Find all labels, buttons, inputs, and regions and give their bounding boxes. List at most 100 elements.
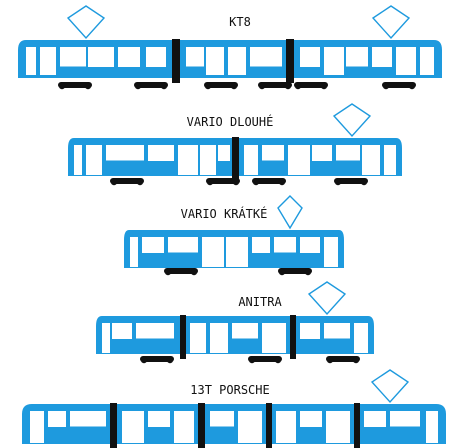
wheel-0-a: [164, 268, 172, 276]
window-4: [118, 47, 140, 67]
articulation-joint-0: [110, 403, 117, 448]
window-6: [262, 323, 286, 353]
bogie-1: [248, 356, 282, 362]
window-5: [232, 323, 258, 339]
bogie-5: [382, 82, 416, 88]
wheel-2-b: [278, 178, 286, 186]
window-5: [174, 411, 194, 443]
window-11: [336, 145, 360, 161]
window-3: [148, 145, 174, 161]
bogie-3: [334, 178, 368, 184]
window-8: [276, 411, 296, 443]
wheel-2-a: [204, 82, 212, 90]
wheel-4-a: [294, 82, 302, 90]
window-9: [300, 411, 322, 427]
pantograph-a: [277, 195, 303, 230]
window-6: [218, 145, 230, 161]
wheel-1-b: [232, 178, 240, 186]
wheel-3-a: [258, 82, 266, 90]
wheel-3-a: [334, 178, 342, 186]
articulation-joint-3: [354, 403, 360, 448]
wheel-3-b: [284, 82, 292, 90]
tram-label-vario-dlouhe: VARIO DLOUHÉ: [186, 115, 274, 129]
window-3: [122, 411, 144, 443]
window-4: [178, 145, 198, 175]
window-7: [244, 145, 258, 175]
window-9: [250, 47, 282, 67]
window-3: [88, 47, 114, 67]
articulation-joint-1: [198, 403, 205, 448]
articulation-joint-1: [290, 315, 296, 359]
wheel-1-b: [160, 82, 168, 90]
wheel-1-a: [134, 82, 142, 90]
wheel-5-a: [382, 82, 390, 90]
window-5: [252, 237, 270, 253]
bogie-3: [258, 82, 292, 88]
pantograph-a: [332, 103, 372, 138]
window-14: [396, 47, 416, 75]
wheel-0-b: [166, 356, 174, 364]
wheel-1-b: [304, 268, 312, 276]
articulation-joint-1: [286, 39, 294, 83]
window-8: [228, 47, 246, 75]
window-13: [384, 145, 396, 175]
window-3: [202, 237, 224, 267]
window-2: [60, 47, 86, 67]
window-2: [136, 323, 174, 339]
window-10: [326, 411, 350, 443]
window-6: [274, 237, 296, 253]
window-1: [86, 145, 102, 175]
tram-label-kt8: KT8: [229, 15, 251, 29]
wheel-2-a: [326, 356, 334, 364]
window-8: [324, 237, 338, 267]
window-12: [390, 411, 420, 427]
window-0: [130, 237, 138, 267]
window-11: [364, 411, 386, 427]
window-13: [372, 47, 392, 67]
wheel-1-a: [206, 178, 214, 186]
articulation-joint-2: [266, 403, 272, 448]
window-0: [102, 323, 110, 353]
window-10: [312, 145, 332, 161]
tram-label-13t-porsche: 13T PORSCHE: [190, 383, 270, 397]
wheel-2-a: [252, 178, 260, 186]
window-6: [210, 411, 234, 427]
window-7: [238, 411, 262, 443]
window-1: [112, 323, 132, 339]
pantograph-a: [370, 369, 410, 404]
wheel-0-a: [140, 356, 148, 364]
window-15: [420, 47, 434, 75]
pantograph-a: [66, 5, 106, 40]
wheel-0-b: [84, 82, 92, 90]
window-13: [426, 411, 438, 443]
bogie-0: [58, 82, 92, 88]
wheel-0-b: [136, 178, 144, 186]
bogie-1: [134, 82, 168, 88]
window-7: [300, 237, 320, 253]
window-11: [324, 47, 344, 75]
window-3: [190, 323, 206, 353]
window-2: [70, 411, 106, 427]
wheel-4-b: [320, 82, 328, 90]
bogie-2: [252, 178, 286, 184]
window-5: [146, 47, 166, 67]
window-4: [148, 411, 170, 427]
wheel-0-b: [190, 268, 198, 276]
window-12: [362, 145, 380, 175]
window-4: [210, 323, 228, 353]
window-12: [346, 47, 368, 67]
wheel-0-a: [110, 178, 118, 186]
window-4: [226, 237, 248, 267]
wheel-2-b: [352, 356, 360, 364]
wheel-1-b: [274, 356, 282, 364]
window-6: [186, 47, 204, 67]
tram-label-vario-kratke: VARIO KRÁTKÉ: [180, 207, 268, 221]
pantograph-b: [371, 5, 411, 40]
window-8: [324, 323, 350, 339]
wheel-2-b: [230, 82, 238, 90]
wheel-0-a: [58, 82, 66, 90]
wheel-1-a: [248, 356, 256, 364]
bogie-2: [204, 82, 238, 88]
wheel-1-a: [278, 268, 286, 276]
